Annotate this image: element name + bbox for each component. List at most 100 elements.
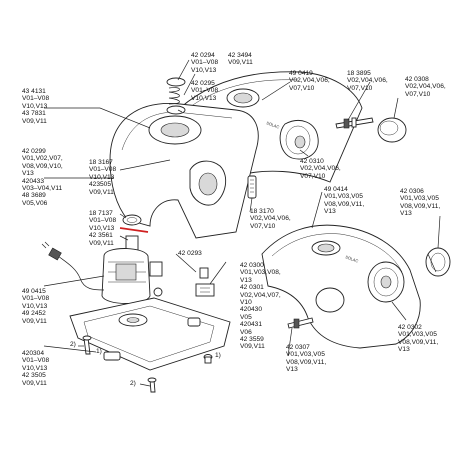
label-43-4131: 43 4131 V01–V08 V10,V13 43 7831 V09,V11 xyxy=(22,88,49,125)
label-line: 420433 xyxy=(22,177,45,185)
label-line: V02,V04,V06, xyxy=(347,77,388,85)
label-49-0419: 49 0419 V02,V04,V06, V07,V10 xyxy=(289,70,330,92)
leader-lines xyxy=(43,59,441,387)
switch-42-0293 xyxy=(195,267,215,297)
label-42-0294: 42 0294 V01–V08 V10,V13 xyxy=(191,52,218,74)
label-line: V09,V11 xyxy=(240,343,265,351)
label-line: V09,V11 xyxy=(22,117,47,125)
front-cover-panel: SOLAC xyxy=(261,224,421,349)
label-line: V02,V04,V07, xyxy=(240,291,281,299)
label-line: 42 3505 xyxy=(22,372,46,380)
cover-brand-text-b: SOLAC xyxy=(345,254,360,263)
label-line: V02,V04,V06, xyxy=(300,165,341,173)
callout-1-left: 1) xyxy=(96,348,102,355)
label-420304: 420304 V01–V08 V10,V13 42 3505 V09,V11 xyxy=(22,350,49,387)
label-line: V06 xyxy=(240,328,252,336)
label-line: 49 0414 xyxy=(324,186,348,193)
label-line: 42 0299 xyxy=(22,148,46,155)
label-line: V09,V11 xyxy=(22,379,47,387)
label-line: V07,V10 xyxy=(300,172,326,180)
label-line: 42 0310 xyxy=(300,158,324,165)
label-42-0295: 42 0295 V01–V08 V10,V13 xyxy=(191,80,218,102)
label-line: V03–V04,V11 xyxy=(22,185,63,193)
ring-18-7137 xyxy=(122,214,142,226)
label-line: V02,V04,V06, xyxy=(289,77,330,85)
label-42-0306: 42 0306 V01,V03,V05 V08,V09,V11, V13 xyxy=(400,188,440,218)
label-18-3895: 18 3895 V02,V04,V06, V07,V10 xyxy=(347,70,388,92)
label-42-0308: 42 0308 V02,V04,V06, V07,V10 xyxy=(405,76,446,98)
label-42-0300: 42 0300 V01,V03,V08, V13 42 0301 V02,V04… xyxy=(240,262,281,351)
label-line: 18 7137 xyxy=(89,210,113,217)
label-line: V10,V13 xyxy=(22,302,48,310)
label-line: 42 3561 xyxy=(89,232,113,240)
label-42-0310: 42 0310 V02,V04,V06, V07,V10 xyxy=(300,158,341,180)
label-line: V01–V08 xyxy=(89,217,117,225)
label-line: 43 7831 xyxy=(22,110,46,118)
callout-1-bottom: 1) xyxy=(215,352,221,359)
shaft-18-3895 xyxy=(335,117,374,129)
label-line: 42 0302 xyxy=(398,324,422,331)
label-line: 42 0306 xyxy=(400,188,424,195)
label-18-7137: 18 7137 V01–V08 V10,V13 42 3561 V09,V11 xyxy=(89,210,116,247)
label-line: V01–V08 xyxy=(22,95,50,103)
label-line: V09,V11 xyxy=(89,188,114,196)
label-line: V08,V09,V11, xyxy=(286,358,327,366)
label-line: 42 3559 xyxy=(240,336,264,344)
label-line: V07,V10 xyxy=(347,84,373,92)
callout-2-left: 2) xyxy=(70,341,76,348)
label-line: V13 xyxy=(240,276,252,284)
label-line: 18 3167 xyxy=(89,159,113,166)
label-line: V10,V13 xyxy=(22,364,48,372)
small-fittings xyxy=(82,335,213,393)
label-line: V01,V03,V05 xyxy=(324,193,363,201)
label-line: V13 xyxy=(400,210,412,218)
label-line: 42 0301 xyxy=(240,284,264,292)
label-line: V13 xyxy=(324,208,336,216)
label-line: V01–V08 xyxy=(22,295,50,303)
motor-assembly xyxy=(101,227,163,304)
label-line: 42 0294 xyxy=(191,52,215,59)
label-line: V07,V10 xyxy=(250,222,276,230)
callout-2-bottom: 2) xyxy=(130,380,136,387)
label-line: V09,V11 xyxy=(89,239,114,247)
label-line: 18 3895 xyxy=(347,70,371,77)
label-line: V08,V09,V11, xyxy=(398,338,439,346)
label-line: V09,V11 xyxy=(228,59,253,67)
label-line: 420430 xyxy=(240,306,263,314)
label-line: 48 3689 xyxy=(22,192,46,200)
label-line: V01,V02,V07, xyxy=(22,155,63,163)
label-line: V10 xyxy=(240,299,252,307)
label-line: 49 0419 xyxy=(289,70,313,77)
label-line: V01–V08 xyxy=(22,357,50,365)
label-line: V02,V04,V06, xyxy=(250,215,291,223)
knob-42-0308 xyxy=(377,117,407,143)
label-line: V08,V09,V11, xyxy=(400,202,441,210)
label-18-3170: 18 3170 V02,V04,V06, V07,V10 xyxy=(250,208,291,230)
label-line: V01,V03,V05 xyxy=(398,331,437,339)
label-49-0415: 49 0415 V01–V08 V10,V13 49 2452 V09,V11 xyxy=(22,288,49,325)
cover-brand-text-a: SOLAC xyxy=(266,120,281,129)
label-line: V01–V08 xyxy=(191,59,219,67)
label-line: 49 0415 xyxy=(22,288,46,295)
label-line: V01,V03,V05 xyxy=(286,351,325,359)
label-line: V10,V13 xyxy=(89,173,115,181)
power-cord xyxy=(41,241,105,291)
label-line: 42 0308 xyxy=(405,76,429,83)
label-line: 18 3170 xyxy=(250,208,274,215)
label-line: 42 0307 xyxy=(286,344,310,351)
label-line: V01,V03,V08, xyxy=(240,269,281,277)
label-18-3167: 18 3167 V01–V08 V10,V13 423505 V09,V11 xyxy=(89,159,116,196)
label-line: V13 xyxy=(286,366,298,374)
label-line: V10,V13 xyxy=(191,66,217,74)
label-49-0414: 49 0414 V01,V03,V05 V08,V09,V11, V13 xyxy=(324,186,364,216)
label-line: V08,V09,V11, xyxy=(324,200,365,208)
label-line: V01,V03,V05 xyxy=(400,195,439,203)
label-line: 42 3494 xyxy=(228,52,252,59)
shaft-42-0307 xyxy=(287,317,314,329)
label-line: 42 0293 xyxy=(178,250,202,257)
label-line: V05 xyxy=(240,313,252,321)
label-42-0299: 42 0299 V01,V02,V07, V08,V09,V10, V13 42… xyxy=(22,148,63,207)
label-line: 42 0300 xyxy=(240,262,264,269)
label-line: 49 2452 xyxy=(22,310,46,318)
